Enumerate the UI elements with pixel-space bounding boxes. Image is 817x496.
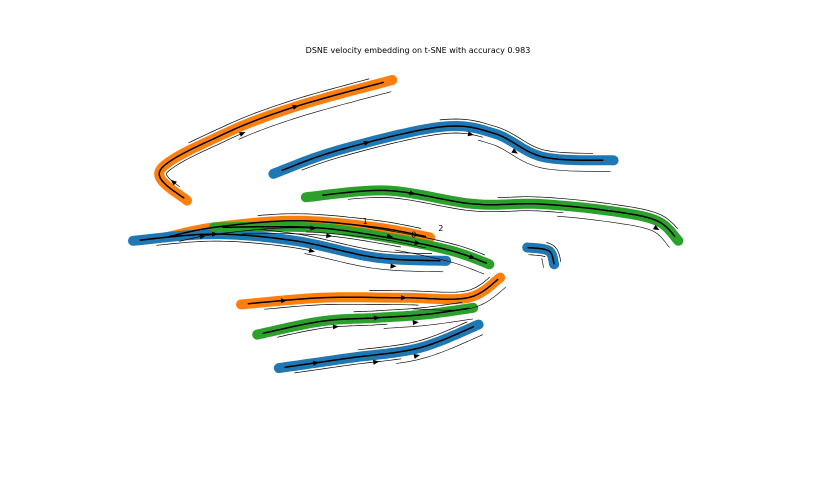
streamline	[357, 321, 468, 351]
streamline	[168, 219, 427, 238]
streamline	[264, 303, 419, 310]
arrowhead-layer	[170, 105, 660, 366]
cluster-label: 0	[411, 230, 416, 239]
chart-title: DSNE velocity embedding on t-SNE with ac…	[305, 46, 531, 55]
arrowhead	[373, 359, 380, 365]
streamline	[357, 225, 486, 256]
arrowhead	[312, 360, 320, 366]
streamline	[557, 215, 670, 248]
streamline	[260, 229, 433, 254]
arrowhead	[373, 315, 380, 321]
streamline	[394, 249, 485, 275]
streamline	[353, 302, 463, 313]
streamline	[238, 91, 392, 140]
trajectory-layer	[128, 75, 684, 374]
streamline	[369, 276, 490, 293]
arrowhead	[467, 131, 474, 137]
streamline	[294, 358, 402, 374]
arrowhead	[409, 190, 416, 196]
streamline	[546, 242, 562, 262]
streamline	[396, 334, 484, 364]
streamline	[306, 231, 426, 249]
arrowhead	[468, 254, 476, 259]
streamline	[528, 254, 546, 258]
streamline	[322, 189, 676, 237]
streamline	[439, 118, 594, 154]
streamline	[222, 225, 487, 264]
arrowhead	[170, 179, 177, 186]
arrowhead	[308, 248, 315, 253]
streamline	[478, 139, 611, 172]
arrowhead	[390, 263, 397, 269]
streamline	[497, 196, 678, 229]
streamline	[383, 318, 474, 329]
trajectory-cluster-0	[268, 121, 619, 179]
arrowhead	[239, 132, 246, 137]
arrowhead	[414, 240, 421, 245]
arrowhead	[413, 354, 420, 359]
arrowhead	[511, 148, 518, 154]
arrowhead	[212, 231, 218, 237]
arrowhead	[310, 225, 317, 231]
arrowhead	[280, 298, 287, 304]
arrowhead	[199, 234, 206, 240]
arrowhead	[326, 233, 333, 239]
streamline	[347, 197, 564, 214]
streamline	[158, 81, 384, 199]
streamline	[281, 125, 604, 172]
streamline	[242, 233, 401, 248]
streamline	[541, 258, 544, 268]
cluster-label: 1	[363, 217, 368, 226]
arrowhead	[386, 233, 394, 239]
arrowhead	[412, 320, 419, 326]
streamline	[139, 233, 441, 262]
arrowhead	[332, 324, 339, 330]
streamline	[412, 287, 506, 311]
cluster-label: 2	[438, 224, 443, 233]
streamline	[165, 133, 243, 187]
streamline	[257, 213, 422, 229]
arrowhead	[401, 295, 407, 301]
arrowhead	[292, 105, 299, 110]
streamline	[301, 132, 483, 171]
streamline-layer	[139, 78, 678, 374]
streamline	[304, 253, 444, 273]
arrowhead	[652, 224, 660, 231]
arrowhead	[363, 140, 370, 146]
streamline	[188, 78, 370, 144]
streamline	[156, 240, 312, 252]
cluster-label-layer: 1 2 0	[363, 217, 444, 239]
streamline	[179, 227, 313, 242]
streamline	[527, 246, 555, 265]
